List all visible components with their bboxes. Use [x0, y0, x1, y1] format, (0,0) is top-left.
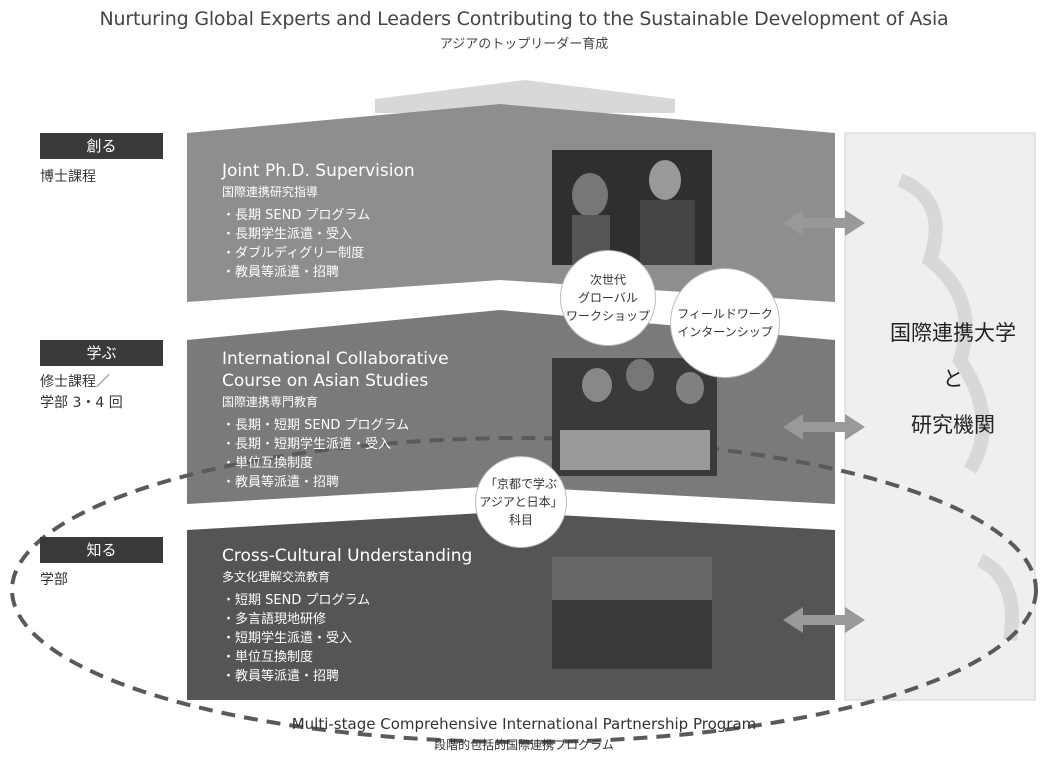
tier2-tag: 学ぶ — [40, 340, 163, 366]
tier3-content: Cross-Cultural Understanding 多文化理解交流教育 ・… — [222, 545, 472, 686]
circle-kyoto-course: 「京都で学ぶ アジアと日本」 科目 — [475, 456, 567, 548]
arrow-tier1 — [783, 210, 865, 236]
tier2-item: ・長期・短期学生派遣・受入 — [222, 437, 392, 452]
top-arrowhead — [375, 80, 675, 113]
tier1-item: ・長期学生派遣・受入 — [222, 227, 353, 242]
tier1-level: 博士課程 — [40, 169, 96, 185]
tier3-subtitle: 多文化理解交流教育 — [222, 570, 331, 584]
dashed-ellipse — [10, 436, 1038, 744]
tier2-item: ・長期・短期 SEND プログラム — [222, 418, 410, 433]
footer-title: Multi-stage Comprehensive International … — [291, 715, 757, 733]
tier1-item: ・長期 SEND プログラム — [222, 208, 371, 223]
tier3-item: ・短期 SEND プログラム — [222, 593, 371, 608]
tier1-content: Joint Ph.D. Supervision 国際連携研究指導 ・長期 SEN… — [222, 160, 415, 282]
main-subtitle: アジアのトップリーダー育成 — [439, 37, 609, 52]
tier3-item: ・単位互換制度 — [222, 650, 314, 665]
tier3-item: ・多言語現地研修 — [222, 612, 327, 627]
tier3-title: Cross-Cultural Understanding — [222, 546, 473, 566]
arrow-tier3 — [783, 607, 865, 633]
tier1-subtitle: 国際連携研究指導 — [222, 185, 319, 199]
tier3-tag: 知る — [40, 537, 163, 563]
tier2-content: International Collaborative Course on As… — [222, 348, 449, 492]
tier2-level: 修士課程／ 学部 3・4 回 — [40, 374, 123, 411]
circle-global-workshop: 次世代 グローバル ワークショップ — [560, 250, 656, 346]
tier2-item: ・教員等派遣・招聘 — [222, 475, 340, 490]
photo-phd — [552, 150, 712, 265]
tier2-title-line1: International Collaborative — [222, 349, 449, 369]
tier2-item: ・単位互換制度 — [222, 456, 314, 471]
tier3-level: 学部 — [40, 572, 68, 588]
tier3-item: ・教員等派遣・招聘 — [222, 669, 340, 684]
main-title: Nurturing Global Experts and Leaders Con… — [99, 8, 949, 30]
photo-crosscultural — [552, 557, 712, 669]
photo-course — [552, 358, 717, 476]
tier2-title-line2: Course on Asian Studies — [222, 371, 429, 391]
tier3-item: ・短期学生派遣・受入 — [222, 631, 353, 646]
circle-fieldwork: フィールドワーク インターンシップ — [670, 268, 780, 378]
tier1-item: ・教員等派遣・招聘 — [222, 265, 340, 280]
arrow-tier2 — [783, 414, 865, 440]
tier1-item: ・ダブルディグリー制度 — [222, 246, 365, 261]
tier1-title: Joint Ph.D. Supervision — [222, 161, 415, 181]
tier1-tag: 創る — [40, 133, 163, 159]
footer-subtitle: 段階的包括的国際連携プログラム — [434, 738, 614, 752]
tier2-subtitle: 国際連携専門教育 — [222, 395, 319, 409]
partner-label: 国際連携大学 と 研究機関 — [890, 321, 1016, 437]
